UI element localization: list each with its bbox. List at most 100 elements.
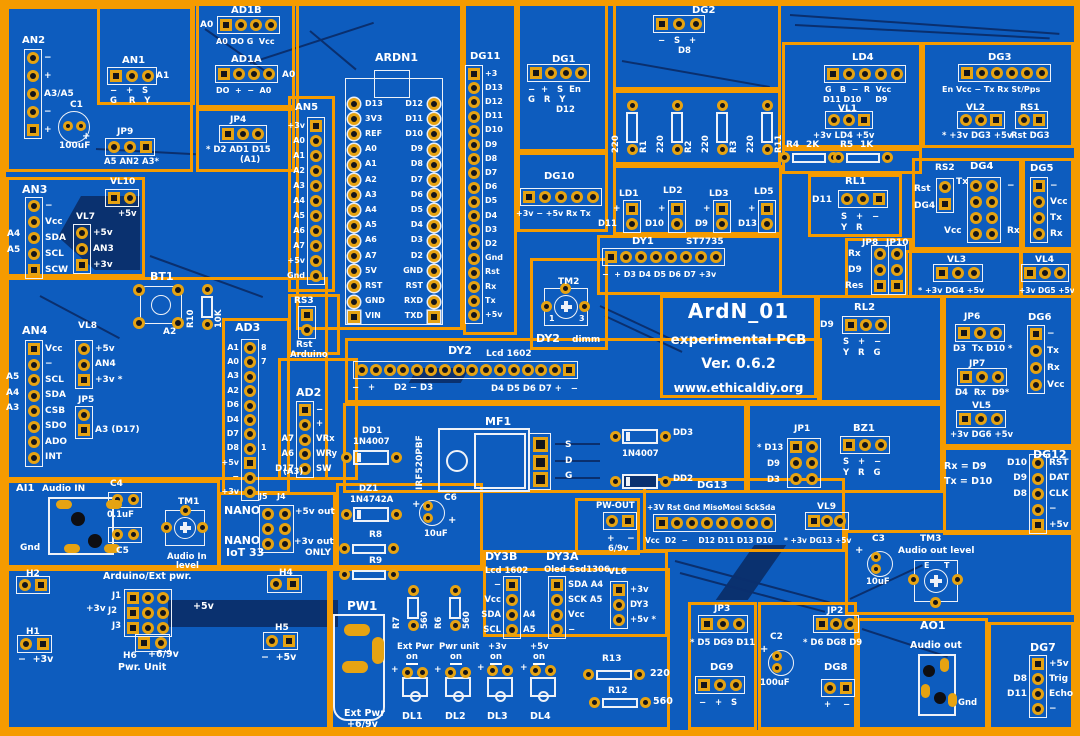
h6-header-outline — [135, 634, 170, 652]
ardn1-right-pins-label: RXD — [404, 296, 423, 306]
ad2-header-outline — [296, 401, 314, 479]
pad — [541, 301, 552, 312]
silk-label: D11 — [598, 219, 617, 229]
dy3b-header-label: Vcc — [484, 594, 501, 605]
ad3-label: AD3 — [235, 321, 261, 334]
pad — [76, 121, 86, 131]
an5-header — [310, 165, 322, 177]
an5-header — [310, 225, 322, 237]
dg11-header-label: Gnd — [485, 253, 503, 263]
pad — [63, 121, 73, 131]
vl8-header-label: AN4 — [95, 359, 116, 369]
pad — [417, 667, 428, 678]
led-dl1-notch — [410, 691, 421, 702]
silk-label: on — [406, 653, 418, 665]
dg11-header — [468, 82, 480, 95]
diode-dz1-body — [353, 507, 389, 522]
dg7-header — [1032, 703, 1044, 715]
silk-label: En Vcc − Tx Rx St/Pps — [942, 85, 1041, 94]
ardn1-left-pins — [348, 295, 360, 308]
an4-header-label: SCL — [45, 374, 64, 385]
c4-value: 0.1uF — [107, 510, 134, 520]
dg5-header-label: − — [1050, 180, 1058, 191]
dg3-header-outline — [958, 64, 1051, 82]
region-ad2 — [278, 358, 358, 480]
dg11-header — [468, 295, 480, 308]
an2-header-outline — [24, 49, 42, 139]
dg11-header — [468, 153, 480, 166]
dg6-header-label: − — [1047, 328, 1055, 339]
diode-dd3-band — [626, 432, 630, 441]
dg9-label: DG9 — [710, 662, 734, 673]
silk-label: Ext Pwr — [344, 708, 385, 719]
vl7-header — [76, 243, 88, 255]
dg11-header — [468, 96, 480, 109]
dl3-label: DL3 — [487, 711, 508, 722]
j1-j3-header — [142, 622, 154, 634]
dg13-header — [701, 517, 713, 529]
dg2-label: DG2 — [692, 5, 716, 16]
board-version: Ver. 0.6.2 — [701, 356, 776, 373]
ld3-header — [716, 218, 728, 230]
bz1-header-outline — [840, 436, 890, 454]
silk-label: Tx — [956, 177, 968, 187]
h6-label: H6 — [123, 651, 137, 661]
silk-label: +5v — [193, 601, 214, 612]
dy3a-header — [551, 579, 563, 591]
ld4-header — [875, 68, 887, 80]
ad3-header — [244, 428, 256, 441]
dg11-header-label: Rx — [485, 281, 497, 291]
resistor-r13-body — [596, 670, 632, 680]
jp2-header-outline — [813, 615, 859, 633]
ad1b-label: AD1B — [231, 5, 262, 16]
ardn1-right-pins — [428, 189, 440, 202]
pwout-header-outline — [603, 512, 637, 530]
c6-cap — [419, 500, 445, 526]
dg13-header — [761, 517, 773, 529]
jp10-header-outline — [888, 245, 906, 295]
ardn1-left-pins-label: GND — [365, 296, 385, 306]
resistor-r11-label: R11 — [774, 134, 784, 153]
silk-label: G R Y — [528, 95, 566, 105]
ad3-header-label: 7 — [261, 356, 267, 366]
silk-label: D2 − D3 — [394, 383, 433, 393]
diode-dd1-band — [357, 453, 361, 462]
an2-header — [27, 88, 39, 100]
jp4-header — [222, 128, 234, 140]
drill-hole — [934, 692, 946, 704]
dy3b-header-outline — [503, 576, 521, 639]
silk-label: Rst — [914, 184, 931, 194]
an5-header-label: A7 — [293, 240, 305, 250]
dg12-header-outline — [1029, 454, 1047, 534]
an5-header-label: A6 — [293, 225, 305, 235]
silk-label: Rx = D9 — [944, 461, 987, 472]
ardn1-left-pins-label: 5V — [365, 265, 377, 275]
vl1-header-outline — [825, 111, 873, 129]
dy3b-chip: Lcd 1602 — [485, 566, 529, 576]
silk-label: Arduino — [290, 350, 328, 360]
region-tm2 — [530, 258, 608, 350]
dy2-header — [466, 364, 479, 376]
h5-header-outline — [263, 632, 298, 650]
dy2-header — [507, 364, 520, 376]
vl5-label: VL5 — [972, 401, 991, 411]
c2-cap — [768, 650, 794, 676]
resistor-r10 — [202, 284, 213, 295]
ardn1-right-pins — [428, 295, 440, 308]
dy3b-header-label: − — [493, 579, 501, 590]
vl5-header — [959, 413, 971, 425]
dg6-header — [1030, 379, 1042, 391]
an4-header — [28, 405, 40, 417]
ld4-header-outline — [824, 65, 906, 83]
rl1-header — [857, 193, 869, 205]
ad3-header-label: A2 — [227, 385, 239, 395]
ad1b-header — [220, 19, 232, 31]
ardn1-left-pins — [348, 250, 360, 262]
ad2-header-label: A6 — [281, 448, 295, 459]
pad — [772, 651, 782, 661]
rl1-header-outline — [838, 190, 888, 208]
resistor-r12 — [589, 697, 600, 708]
h6-header — [138, 637, 150, 649]
region-an4-bt1 — [6, 277, 328, 480]
ardn1-left-pins — [348, 174, 360, 186]
